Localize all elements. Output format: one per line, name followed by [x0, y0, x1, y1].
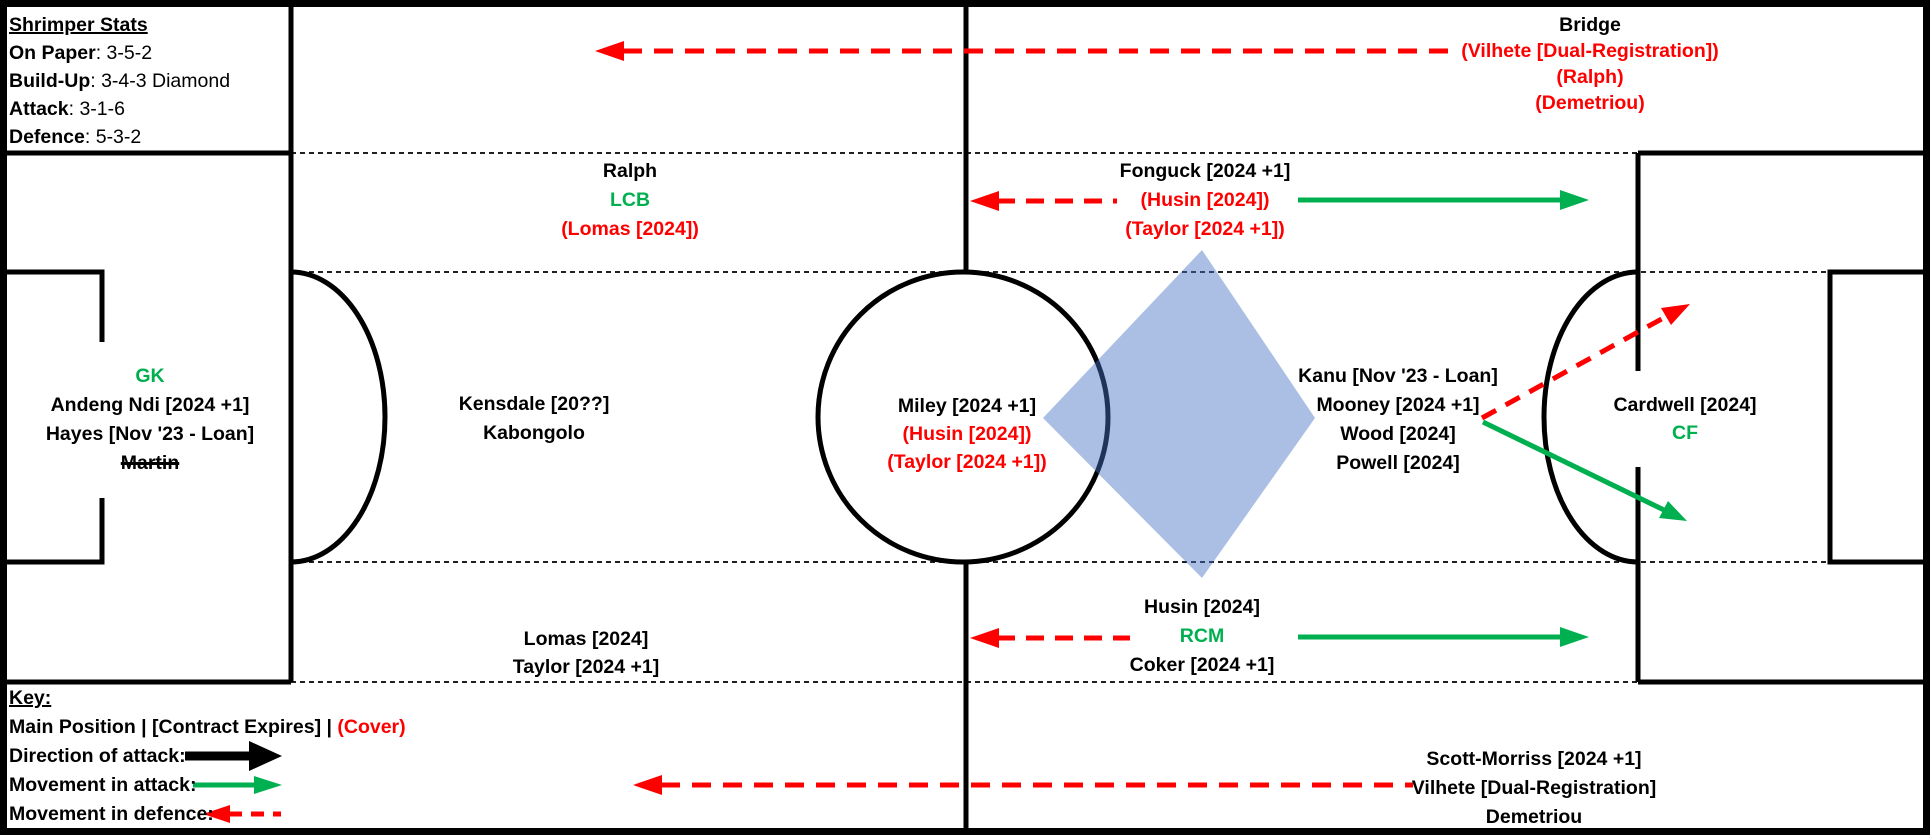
player-name: Cardwell [2024] [1613, 394, 1757, 416]
defence-arrow-diagonal [1480, 304, 1690, 421]
defence-arrow-bottom [633, 775, 1413, 795]
left-penalty-arc [290, 269, 388, 565]
cover-player: (Ralph) [1556, 66, 1624, 88]
stat-row-on-paper: On Paper: 3-5-2 [9, 42, 153, 64]
key-direction-of-attack-label: Direction of attack: [9, 745, 186, 767]
player-block-gk: GK Andeng Ndi [2024 +1] Hayes [Nov '23 -… [29, 342, 271, 498]
position-label: LCB [609, 189, 651, 211]
player-name: Kabongolo [483, 422, 585, 444]
movement-in-defence-arrow-icon [203, 805, 281, 823]
player-name: Miley [2024 +1] [897, 395, 1037, 417]
player-name: Demetriou [1485, 806, 1583, 828]
player-block-rcm: Husin [2024] RCM Coker [2024 +1] [1130, 593, 1275, 680]
midfield-diamond [1043, 250, 1315, 578]
player-name: Mooney [2024 +1] [1316, 394, 1480, 416]
cover-player: (Husin [2024]) [1140, 189, 1270, 211]
position-label: CF [1672, 422, 1698, 444]
stat-row-defence: Defence: 5-3-2 [9, 126, 142, 148]
attack-arrow-fonguck [1298, 190, 1589, 210]
player-block-kanu: Kanu [Nov '23 - Loan] Mooney [2024 +1] W… [1298, 362, 1498, 478]
player-name: Lomas [2024] [523, 628, 649, 650]
player-block-scott-morriss: Scott-Morriss [2024 +1] Vilhete [Dual-Re… [1412, 745, 1657, 832]
player-block-lomas: Lomas [2024] Taylor [2024 +1] [513, 625, 660, 681]
defence-arrow-rcm [970, 628, 1130, 648]
right-goal-box [1827, 269, 1924, 565]
player-name: Kanu [Nov '23 - Loan] [1298, 365, 1498, 387]
player-block-miley: Miley [2024 +1] (Husin [2024]) (Taylor [… [887, 392, 1047, 476]
player-name: Ralph [602, 160, 658, 182]
player-name: Taylor [2024 +1] [512, 656, 660, 678]
player-block-kensdale: Kensdale [20??] Kabongolo [459, 390, 610, 448]
attack-arrow-rcm [1298, 627, 1589, 647]
position-label: GK [135, 365, 165, 387]
key-movement-in-defence-label: Movement in defence: [9, 803, 214, 825]
player-name: Coker [2024 +1] [1129, 654, 1275, 676]
stats-title: Shrimper Stats [9, 14, 148, 36]
player-name: Husin [2024] [1144, 596, 1260, 618]
position-label: RCM [1179, 625, 1225, 647]
player-name: Scott-Morriss [2024 +1] [1426, 748, 1642, 770]
player-block-lcb: Ralph LCB (Lomas [2024]) [561, 157, 699, 244]
attack-arrow-diagonal [1481, 419, 1687, 521]
player-name-departed: Martin [120, 452, 180, 474]
player-name: Fonguck [2024 +1] [1119, 160, 1291, 182]
centre-circle [815, 269, 1111, 565]
cover-player: (Lomas [2024]) [561, 218, 699, 240]
stat-row-build-up: Build-Up: 3-4-3 Diamond [9, 70, 231, 92]
stat-row-attack: Attack: 3-1-6 [9, 98, 125, 120]
player-block-fonguck: Fonguck [2024 +1] (Husin [2024]) (Taylor… [1120, 157, 1291, 244]
stats-box: Shrimper Stats On Paper: 3-5-2 Build-Up:… [9, 11, 230, 151]
player-name: Wood [2024] [1340, 423, 1456, 445]
player-name: Vilhete [Dual-Registration] [1411, 777, 1657, 799]
player-name: Hayes [Nov '23 - Loan] [45, 423, 255, 445]
direction-of-attack-arrow-icon [185, 741, 282, 771]
cover-player: (Vilhete [Dual-Registration]) [1461, 40, 1719, 62]
player-name: Powell [2024] [1336, 452, 1460, 474]
defence-arrow-fonguck [970, 191, 1117, 211]
key-title: Key: [9, 687, 52, 709]
player-block-cardwell: Cardwell [2024] CF [1597, 371, 1773, 467]
cover-player: (Husin [2024]) [902, 423, 1032, 445]
player-block-bridge: Bridge (Vilhete [Dual-Registration]) (Ra… [1461, 12, 1719, 116]
right-penalty-arc [1541, 269, 1639, 565]
player-name: Kensdale [20??] [458, 393, 610, 415]
movement-in-attack-arrow-icon [193, 776, 282, 794]
key-box: Key: Main Position | [Contract Expires] … [9, 684, 406, 829]
player-name: Andeng Ndi [2024 +1] [50, 394, 250, 416]
player-name: Bridge [1559, 14, 1621, 36]
key-legend-row: Main Position | [Contract Expires] | (Co… [9, 716, 406, 738]
key-movement-in-attack-label: Movement in attack: [9, 774, 197, 796]
cover-player: (Taylor [2024 +1]) [887, 451, 1047, 473]
cover-player: (Demetriou) [1535, 92, 1645, 114]
defence-arrow-top [595, 41, 1450, 61]
cover-player: (Taylor [2024 +1]) [1125, 218, 1285, 240]
